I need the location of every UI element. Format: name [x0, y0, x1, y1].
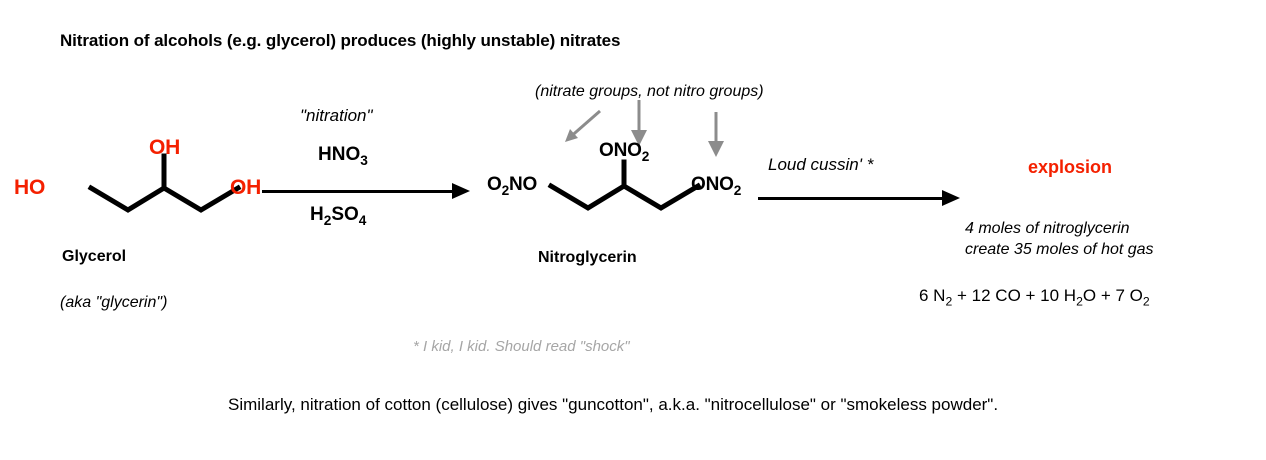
reaction-arrow-one-group: "nitration" HNO3 H2SO4 [262, 106, 472, 236]
pointer-arrow-left-icon [565, 109, 601, 142]
bottom-note-text: Similarly, nitration of cotton (cellulos… [228, 395, 999, 414]
nitroglycerin-structure: O2NO ONO2 ONO2 [487, 140, 758, 220]
reaction-arrow-one-shaft [262, 190, 458, 193]
nitroglycerin-label-right: ONO2 [691, 174, 742, 198]
reagent-hno3: HNO3 [318, 144, 368, 168]
glycerol-structure: HO OH OH [14, 130, 268, 220]
reaction-arrow-two-head [942, 190, 960, 206]
reaction-arrow-two-group: Loud cussin' * [758, 155, 978, 215]
nitroglycerin-bond-skeleton [547, 159, 702, 211]
pointer-arrow-icons [565, 100, 724, 157]
gas-yield-note-line-2: create 35 moles of hot gas [965, 241, 1154, 258]
glycerol-aka-label: (aka "glycerin") [60, 294, 168, 311]
glycerol-bond-skeleton [87, 153, 242, 213]
page-title: Nitration of alcohols (e.g. glycerol) pr… [60, 31, 621, 50]
nitroglycerin-name-label: Nitroglycerin [538, 249, 637, 266]
nitroglycerin-label-top: ONO2 [599, 140, 650, 164]
glycerol-oh-label-left: HO [14, 176, 46, 199]
glycerol-oh-label-right: OH [230, 176, 262, 199]
annotation-pointer-arrows [520, 100, 780, 160]
pointer-arrow-middle-icon [631, 100, 647, 146]
pointer-arrow-right-icon [708, 112, 724, 157]
explosion-label: explosion [1028, 157, 1113, 177]
nitrate-groups-annotation: (nitrate groups, not nitro groups) [535, 83, 764, 100]
reaction-arrow-two-shaft [758, 197, 948, 200]
gas-yield-note: 4 moles of nitroglycerin create 35 moles… [965, 218, 1154, 260]
footnote-text: * I kid, I kid. Should read "shock" [413, 338, 630, 355]
glycerol-name-label: Glycerol [62, 248, 127, 265]
reagent-h2so4: H2SO4 [310, 204, 367, 228]
gas-yield-note-line-1: 4 moles of nitroglycerin [965, 220, 1130, 237]
reaction-arrow-one-head [452, 183, 470, 199]
loud-cussin-label: Loud cussin' * [768, 155, 874, 174]
nitration-label: "nitration" [300, 106, 373, 125]
nitroglycerin-label-left: O2NO [487, 174, 538, 198]
balanced-equation: 6 N2 + 12 CO + 10 H2O + 7 O2 [919, 286, 1150, 309]
glycerol-oh-label-top: OH [149, 136, 181, 159]
